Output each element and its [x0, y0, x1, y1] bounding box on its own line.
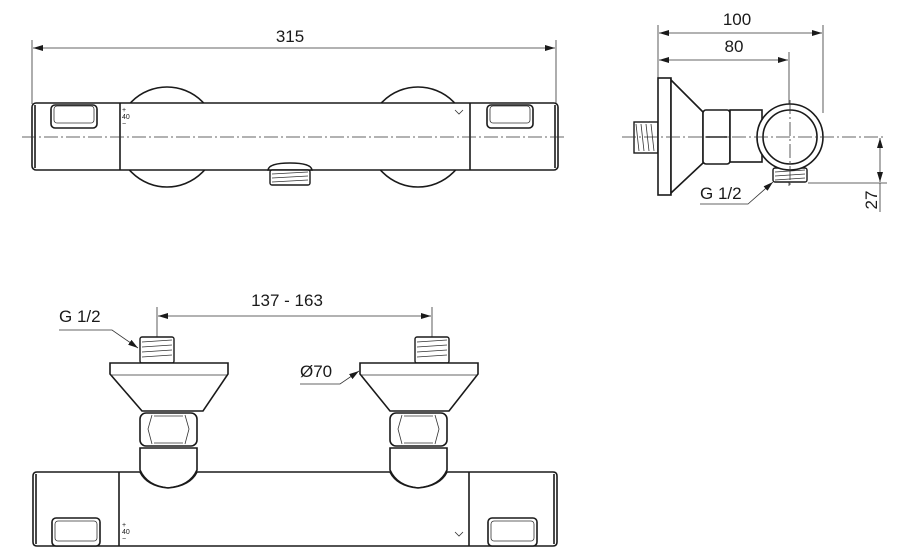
mark-40-front: 40 — [122, 529, 130, 536]
side-view: 100 80 27 G 1/2 — [622, 10, 887, 212]
dimension-label-center-distance: 137 - 163 — [251, 291, 323, 310]
inlet-left — [109, 336, 229, 489]
dimension-label-27: 27 — [862, 191, 881, 210]
handle-button-left-front — [51, 517, 101, 547]
top-view: 315 + 40 − — [22, 27, 566, 188]
mark-plus-front: + — [122, 522, 126, 529]
thread-label-side: G 1/2 — [700, 184, 742, 203]
leader-diameter — [300, 370, 360, 385]
check-mark-icon — [454, 109, 464, 115]
nut-right — [389, 412, 448, 447]
wall-plate-side — [657, 77, 672, 196]
nut-left — [139, 412, 198, 447]
mark-minus: − — [122, 121, 126, 128]
handle-button-right-front — [487, 517, 538, 547]
dimension-label-315: 315 — [276, 27, 304, 46]
wall-plate-right-front — [359, 362, 479, 412]
outlet-collar — [267, 162, 313, 171]
wall-plate-left-front — [109, 362, 229, 412]
thread-label-front: G 1/2 — [59, 307, 101, 326]
handle-button-right — [486, 104, 534, 129]
leader-g12-front — [59, 329, 139, 349]
inlet-right — [359, 336, 479, 489]
dimension-label-80: 80 — [725, 37, 744, 56]
mixer-body-front — [32, 471, 558, 547]
leader-g12-side — [700, 181, 774, 205]
check-mark-icon-front — [454, 531, 464, 537]
plate-cone-side — [670, 78, 704, 195]
handle-button-left — [50, 104, 98, 129]
mixer-body — [31, 102, 559, 171]
dimension-label-100: 100 — [723, 10, 751, 29]
mark-40: 40 — [122, 114, 130, 121]
diameter-label: Ø70 — [300, 362, 332, 381]
mark-plus: + — [122, 107, 126, 114]
mark-minus-front: − — [122, 536, 126, 543]
front-view: 137 - 163 + 40 − — [32, 291, 558, 547]
